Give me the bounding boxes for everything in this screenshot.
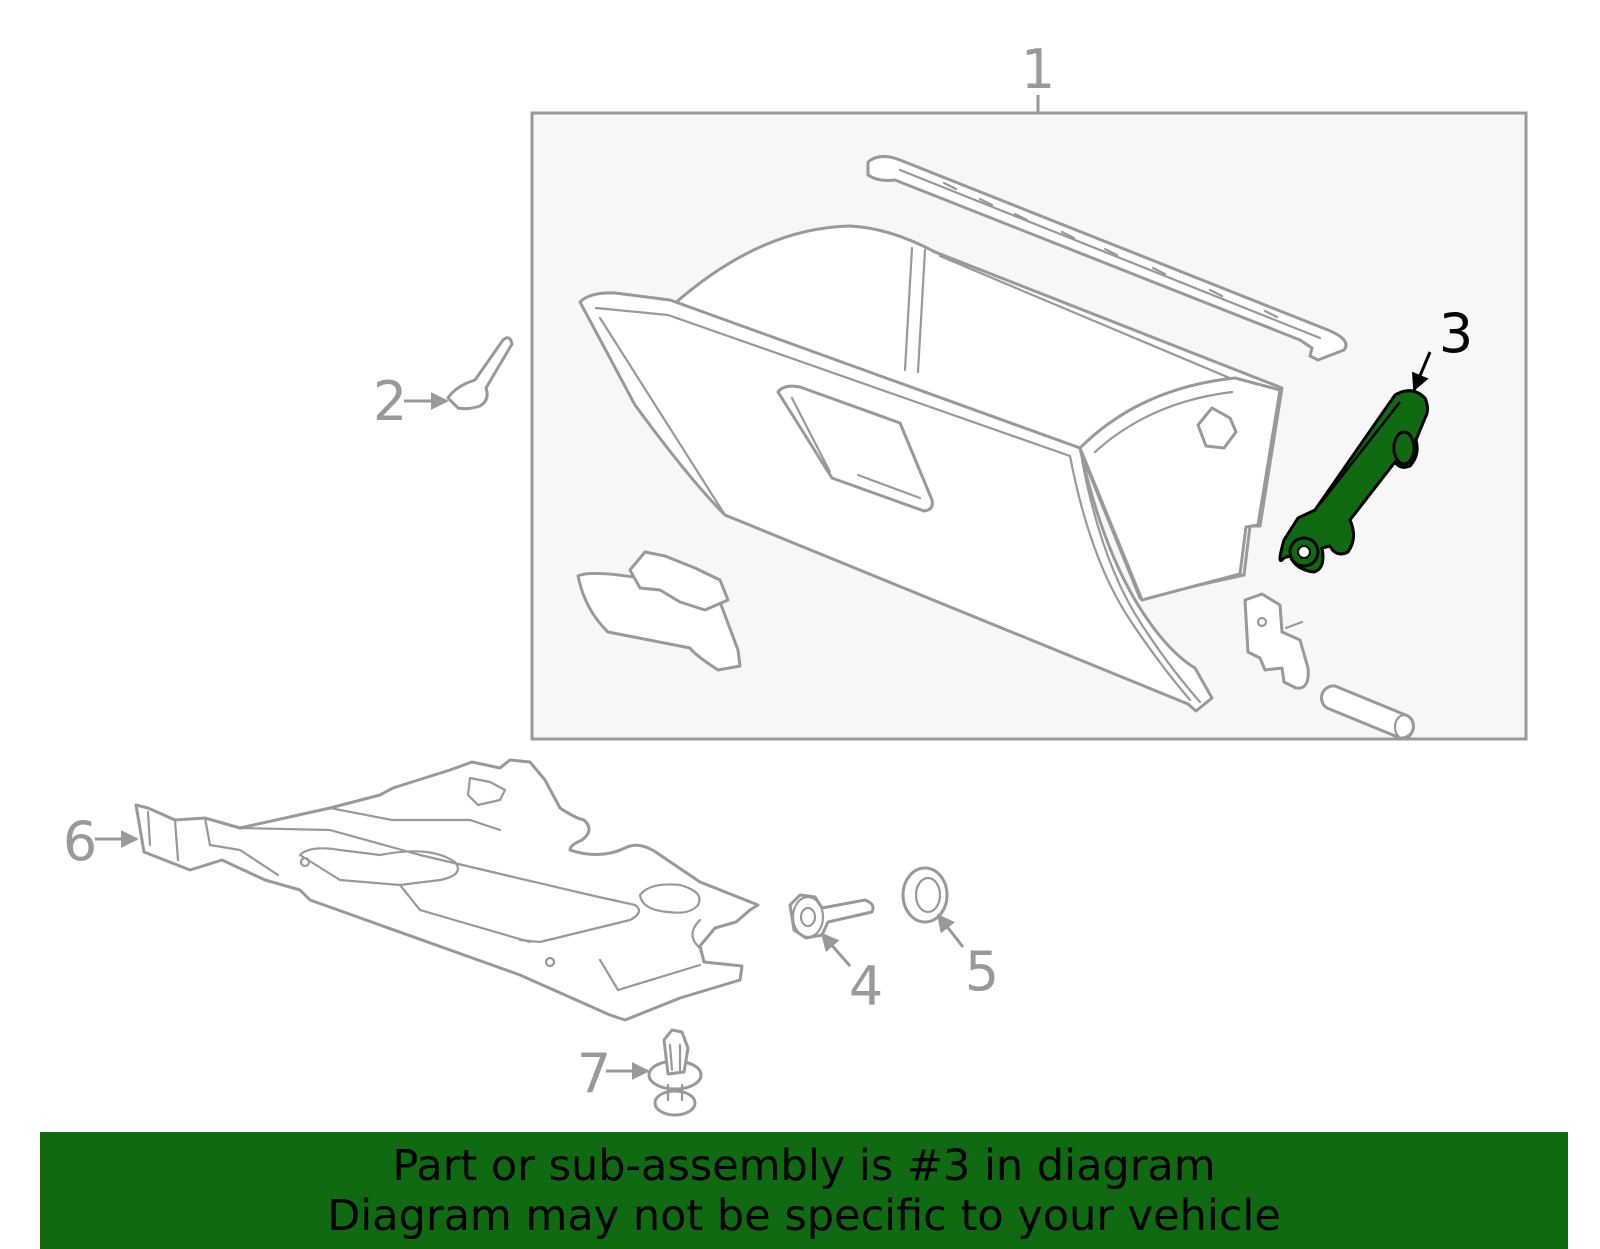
glove-box-icon: [578, 224, 1284, 713]
callout-4: 4: [849, 955, 883, 1018]
callout-2: 2: [373, 370, 407, 433]
push-clip-icon: [647, 1028, 703, 1117]
damper-icon: [1278, 389, 1429, 574]
trim-strip-icon: [866, 155, 1348, 362]
banner-line-2: Diagram may not be specific to your vehi…: [327, 1190, 1281, 1241]
callout-5: 5: [965, 940, 999, 1003]
latch-icon: [576, 550, 742, 672]
banner-line-1: Part or sub-assembly is #3 in diagram: [392, 1140, 1216, 1191]
callout-7: 7: [577, 1042, 611, 1105]
nut-icon: [901, 866, 949, 924]
bumper-stop-icon: [446, 336, 514, 411]
callout-1: 1: [1021, 38, 1055, 101]
hinge-bracket-icon: [1243, 592, 1310, 690]
callout-6: 6: [63, 810, 97, 873]
part-info-banner: Part or sub-assembly is #3 in diagram Di…: [40, 1132, 1568, 1249]
callout-3: 3: [1439, 302, 1473, 365]
insulator-panel-icon: [134, 758, 760, 1022]
bolt-icon: [788, 893, 875, 940]
hinge-pin-icon: [1320, 684, 1415, 741]
